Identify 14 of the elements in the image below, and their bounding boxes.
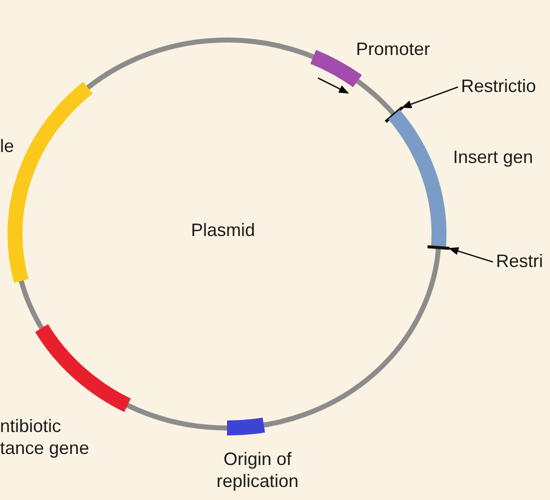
leader-arrow [448,247,494,263]
segment-label: Insert gen [453,146,534,168]
segment-label: Origin of replication [215,448,300,492]
gene-segment [388,110,446,248]
gene-segment [226,418,265,436]
leader-arrow [401,86,458,108]
segment-label: Promoter [356,38,430,60]
site-label: Restri [496,250,544,272]
segment-label: ntibiotic tance gene [0,415,90,459]
site-label: Restrictio [461,75,536,97]
plasmid-label: Plasmid [191,219,256,241]
restriction-site-mark [427,245,450,250]
segment-label: le [0,135,14,157]
restriction-site-mark [384,106,404,123]
